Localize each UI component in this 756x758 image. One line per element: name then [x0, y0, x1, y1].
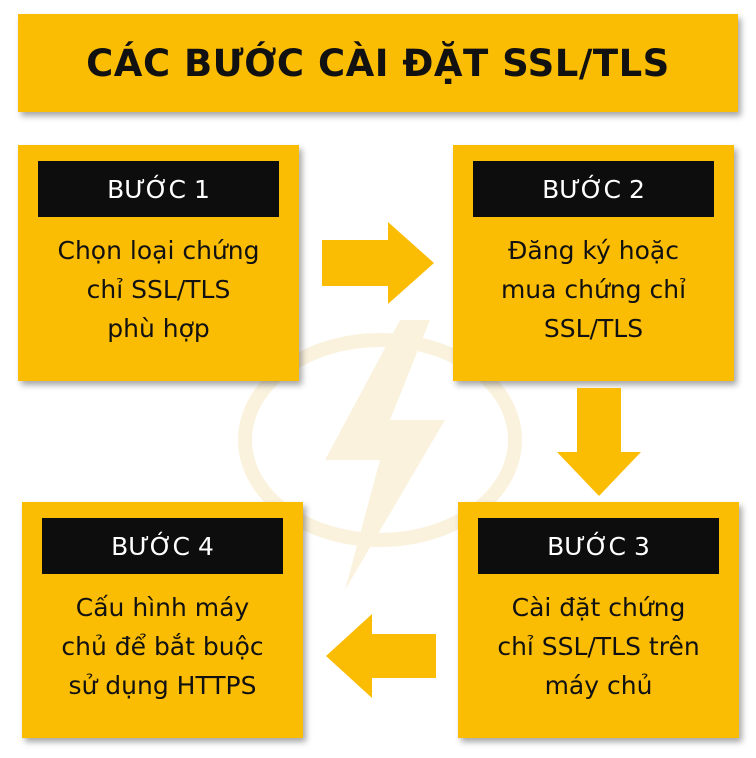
step-1-line-3: phù hợp	[107, 314, 210, 343]
arrow-down-icon	[557, 388, 641, 496]
arrow-left-icon	[326, 614, 436, 698]
step-3-description: Cài đặt chứng chỉ SSL/TLS trên máy chủ	[468, 588, 729, 705]
page-title: CÁC BƯỚC CÀI ĐẶT SSL/TLS	[86, 41, 670, 85]
step-4-line-2: chủ để bắt buộc	[61, 632, 264, 661]
step-3-line-1: Cài đặt chứng	[511, 593, 686, 622]
step-3-line-2: chỉ SSL/TLS trên	[497, 632, 700, 661]
step-2-label: BƯỚC 2	[473, 161, 714, 217]
step-2-box: BƯỚC 2 Đăng ký hoặc mua chứng chỉ SSL/TL…	[453, 145, 734, 381]
step-2-line-1: Đăng ký hoặc	[508, 236, 679, 265]
step-1-description: Chọn loại chứng chỉ SSL/TLS phù hợp	[28, 231, 289, 348]
step-1-line-2: chỉ SSL/TLS	[86, 275, 231, 304]
step-3-line-3: máy chủ	[544, 671, 653, 700]
step-4-label: BƯỚC 4	[42, 518, 283, 574]
step-2-line-3: SSL/TLS	[543, 314, 644, 343]
arrow-right-icon	[322, 222, 434, 304]
step-4-description: Cấu hình máy chủ để bắt buộc sử dụng HTT…	[32, 588, 293, 705]
step-4-box: BƯỚC 4 Cấu hình máy chủ để bắt buộc sử d…	[22, 502, 303, 738]
step-1-line-1: Chọn loại chứng	[57, 236, 260, 265]
step-4-line-3: sử dụng HTTPS	[68, 671, 257, 700]
step-2-line-2: mua chứng chỉ	[500, 275, 687, 304]
title-banner: CÁC BƯỚC CÀI ĐẶT SSL/TLS	[18, 14, 738, 112]
step-2-description: Đăng ký hoặc mua chứng chỉ SSL/TLS	[463, 231, 724, 348]
step-3-label: BƯỚC 3	[478, 518, 719, 574]
step-1-label: BƯỚC 1	[38, 161, 279, 217]
step-1-box: BƯỚC 1 Chọn loại chứng chỉ SSL/TLS phù h…	[18, 145, 299, 381]
step-4-line-1: Cấu hình máy	[75, 593, 250, 622]
step-3-box: BƯỚC 3 Cài đặt chứng chỉ SSL/TLS trên má…	[458, 502, 739, 738]
